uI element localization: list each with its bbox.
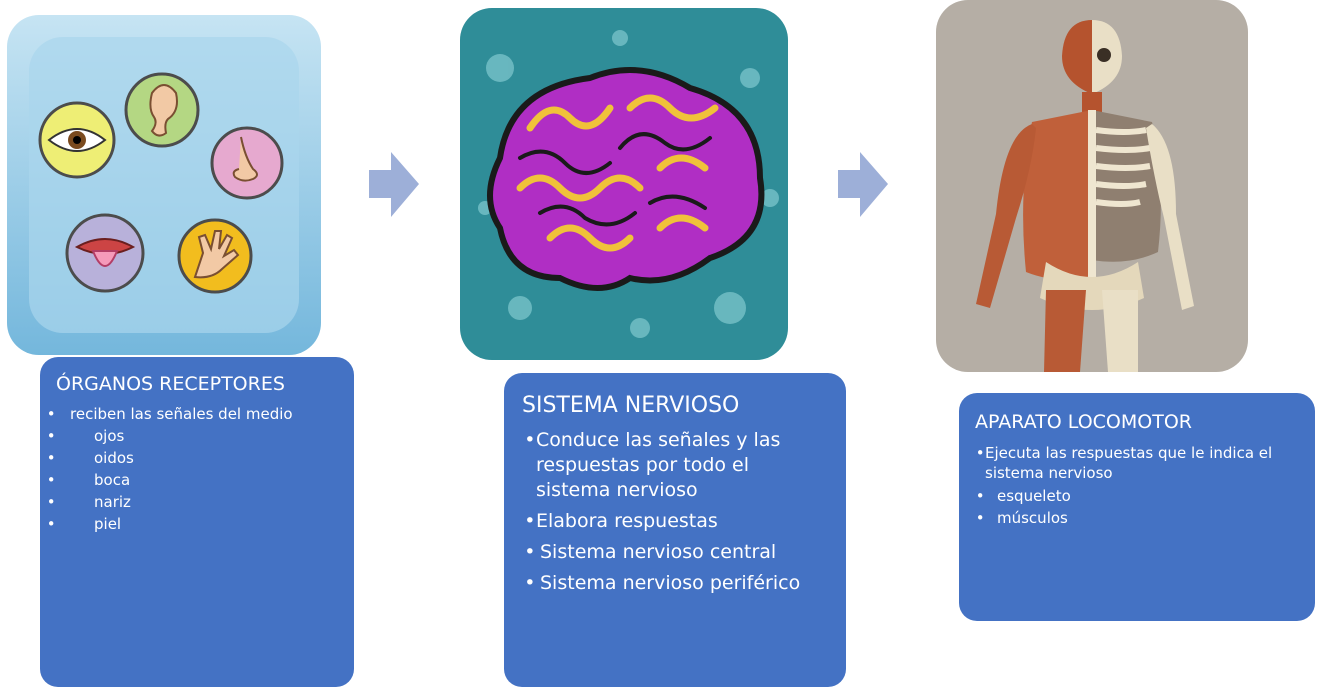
list-item: ojos: [47, 425, 354, 447]
list-item: esqueleto: [976, 485, 1295, 507]
human-musculoskeletal-icon: [936, 0, 1248, 372]
step-list: reciben las señales del medio ojos oidos…: [47, 403, 354, 535]
step-title: SISTEMA NERVIOSO: [522, 393, 740, 418]
flow-arrow-1: [369, 152, 419, 217]
senses-image: [7, 15, 321, 355]
step-list: Ejecuta las respuestas que le indica el …: [975, 443, 1295, 529]
step-nervioso-card: SISTEMA NERVIOSO Conduce las señales y l…: [504, 373, 846, 687]
step-title: APARATO LOCOMOTOR: [975, 411, 1192, 433]
flow-arrow-2: [838, 152, 888, 217]
brain-image: [460, 8, 788, 360]
step-title: ÓRGANOS RECEPTORES: [56, 373, 285, 395]
sense-organs-icon: [7, 15, 321, 355]
list-item: Elabora respuestas: [524, 509, 824, 534]
list-item: oidos: [47, 447, 354, 469]
brain-icon: [460, 8, 788, 360]
list-item: Sistema nervioso periférico: [524, 571, 824, 596]
list-item: piel: [47, 513, 354, 535]
step-list: Conduce las señales y las respuestas por…: [522, 428, 824, 596]
step-receptores-card: ÓRGANOS RECEPTORES reciben las señales d…: [40, 357, 354, 687]
list-item: reciben las señales del medio: [47, 403, 354, 425]
list-item: Sistema nervioso central: [524, 540, 824, 565]
locomotor-image: [936, 0, 1248, 372]
step-locomotor-card: APARATO LOCOMOTOR Ejecuta las respuestas…: [959, 393, 1315, 621]
list-item: Conduce las señales y las respuestas por…: [524, 428, 824, 503]
list-item: boca: [47, 469, 354, 491]
list-item: Ejecuta las respuestas que le indica el …: [976, 443, 1295, 483]
list-item: músculos: [976, 507, 1295, 529]
list-item: nariz: [47, 491, 354, 513]
